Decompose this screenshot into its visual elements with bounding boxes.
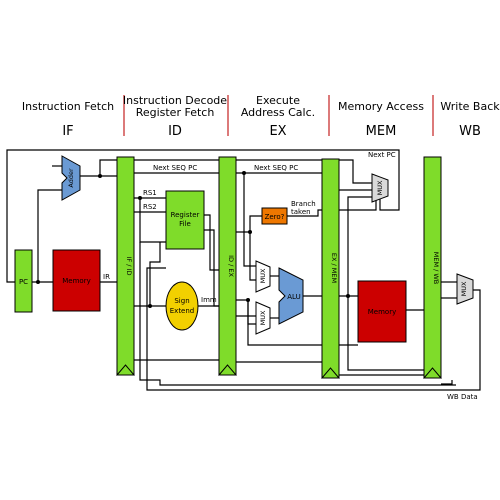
- instruction-memory: Memory: [52, 249, 101, 312]
- stage-title-ex-line1: Execute: [256, 94, 300, 107]
- junction-dots: [36, 171, 350, 308]
- data-memory-label: Memory: [368, 308, 396, 316]
- imm-label: Imm: [201, 296, 217, 304]
- if-id-label: IF / ID: [125, 257, 133, 276]
- ex-mem-label: EX / MEM: [330, 253, 338, 283]
- register-file: Register File: [165, 190, 205, 250]
- sign-extend-label-1: Sign: [174, 297, 189, 305]
- pipeline-register-if-id: IF / ID: [115, 156, 136, 376]
- wb-data-label: WB Data: [447, 393, 478, 401]
- pc-register: PC: [14, 249, 33, 313]
- stage-abbr-wb: WB: [459, 124, 481, 139]
- mux-label: MUX: [259, 310, 267, 325]
- register-file-label-1: Register: [171, 211, 200, 219]
- alu-input-mux-upper: MUX: [255, 260, 271, 293]
- data-memory: Memory: [357, 280, 407, 343]
- stage-title-wb: Write Back: [440, 100, 500, 113]
- stage-header-mem: Memory Access MEM: [338, 100, 424, 139]
- pipeline-register-ex-mem: EX / MEM: [320, 158, 341, 379]
- stage-abbr-mem: MEM: [366, 124, 397, 139]
- alu-label: ALU: [287, 293, 300, 301]
- next-seq-pc-label-ex: Next SEQ PC: [254, 164, 298, 172]
- zero-test-label: Zero?: [265, 213, 285, 221]
- ir-label: IR: [103, 273, 110, 281]
- zero-test: Zero?: [261, 207, 288, 225]
- stage-abbr-if: IF: [62, 124, 73, 139]
- adder-unit: Adder: [61, 155, 81, 201]
- next-pc-label: Next PC: [368, 151, 396, 159]
- next-pc-mux: MUX: [371, 173, 389, 203]
- mux-label: MUX: [259, 268, 267, 283]
- sign-extend: Sign Extend: [165, 281, 199, 331]
- sign-extend-label-2: Extend: [170, 307, 195, 315]
- stage-abbr-id: ID: [168, 124, 182, 139]
- mem-wb-label: MEM / WB: [432, 252, 440, 285]
- id-ex-label: ID / EX: [227, 255, 235, 277]
- branch-taken-label-2: taken: [291, 208, 311, 216]
- stage-header-ex: Execute Address Calc. EX: [241, 94, 315, 139]
- stage-title-if: Instruction Fetch: [22, 100, 114, 113]
- rs1-label: RS1: [143, 189, 157, 197]
- alu: ALU: [278, 267, 304, 325]
- stage-header-if: Instruction Fetch IF: [22, 100, 114, 139]
- register-file-label-2: File: [179, 220, 191, 228]
- stage-abbr-ex: EX: [269, 124, 286, 139]
- branch-taken-label-1: Branch: [291, 200, 316, 208]
- stage-title-ex-line2: Address Calc.: [241, 106, 315, 119]
- alu-input-mux-lower: MUX: [255, 301, 271, 335]
- mux-label: MUX: [376, 180, 384, 195]
- stage-title-id-line2: Register Fetch: [136, 106, 215, 119]
- stage-header-wb: Write Back WB: [440, 100, 500, 139]
- pipeline-register-id-ex: ID / EX: [217, 156, 238, 376]
- mux-label: MUX: [460, 281, 468, 296]
- pc-label: PC: [19, 278, 28, 286]
- rs2-label: RS2: [143, 203, 157, 211]
- adder-label: Adder: [67, 168, 75, 188]
- next-seq-pc-label-id: Next SEQ PC: [153, 164, 197, 172]
- stage-header-id: Instruction Decode Register Fetch ID: [123, 94, 227, 139]
- stage-title-id-line1: Instruction Decode: [123, 94, 227, 107]
- pipeline-register-mem-wb: MEM / WB: [422, 156, 443, 379]
- instruction-memory-label: Memory: [62, 277, 90, 285]
- stage-title-mem: Memory Access: [338, 100, 424, 113]
- write-back-mux: MUX: [456, 273, 474, 305]
